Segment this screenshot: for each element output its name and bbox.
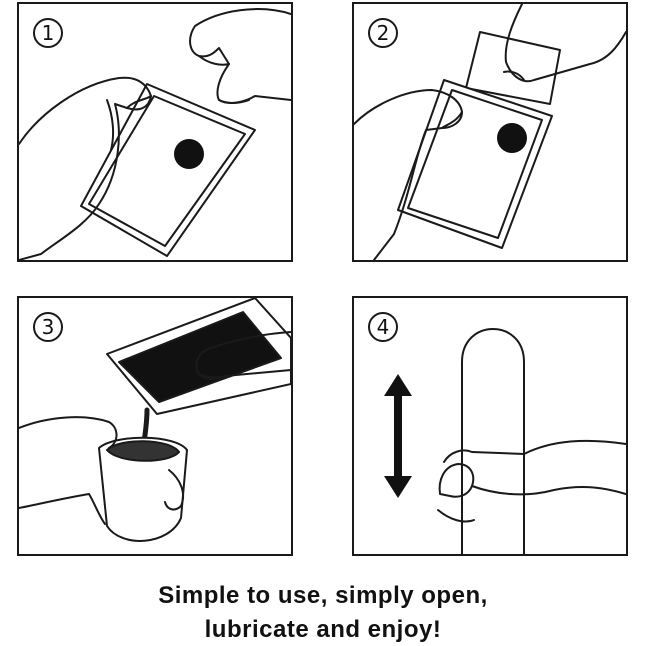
step-panel-3: 3 (17, 296, 293, 556)
step-number-3: 3 (33, 312, 63, 342)
step-panel-1: 1 (17, 2, 293, 262)
step-number-4: 4 (368, 312, 398, 342)
dot-marker (174, 139, 204, 169)
up-down-arrow-icon (384, 374, 412, 498)
step-number-1: 1 (33, 18, 63, 48)
step-panel-4: 4 (352, 296, 628, 556)
step-panel-2: 2 (352, 2, 628, 262)
hand-on-sleeve-illustration (384, 328, 626, 554)
packet-pouring-lube-into-cup-illustration (19, 298, 291, 542)
caption-line-1: Simple to use, simply open, (158, 582, 488, 609)
hands-tearing-packet-illustration (19, 8, 291, 260)
caption-line-2: lubricate and enjoy! (204, 616, 442, 643)
dot-marker (497, 123, 527, 153)
step-number-2: 2 (368, 18, 398, 48)
hands-holding-packet-illustration (354, 4, 626, 260)
